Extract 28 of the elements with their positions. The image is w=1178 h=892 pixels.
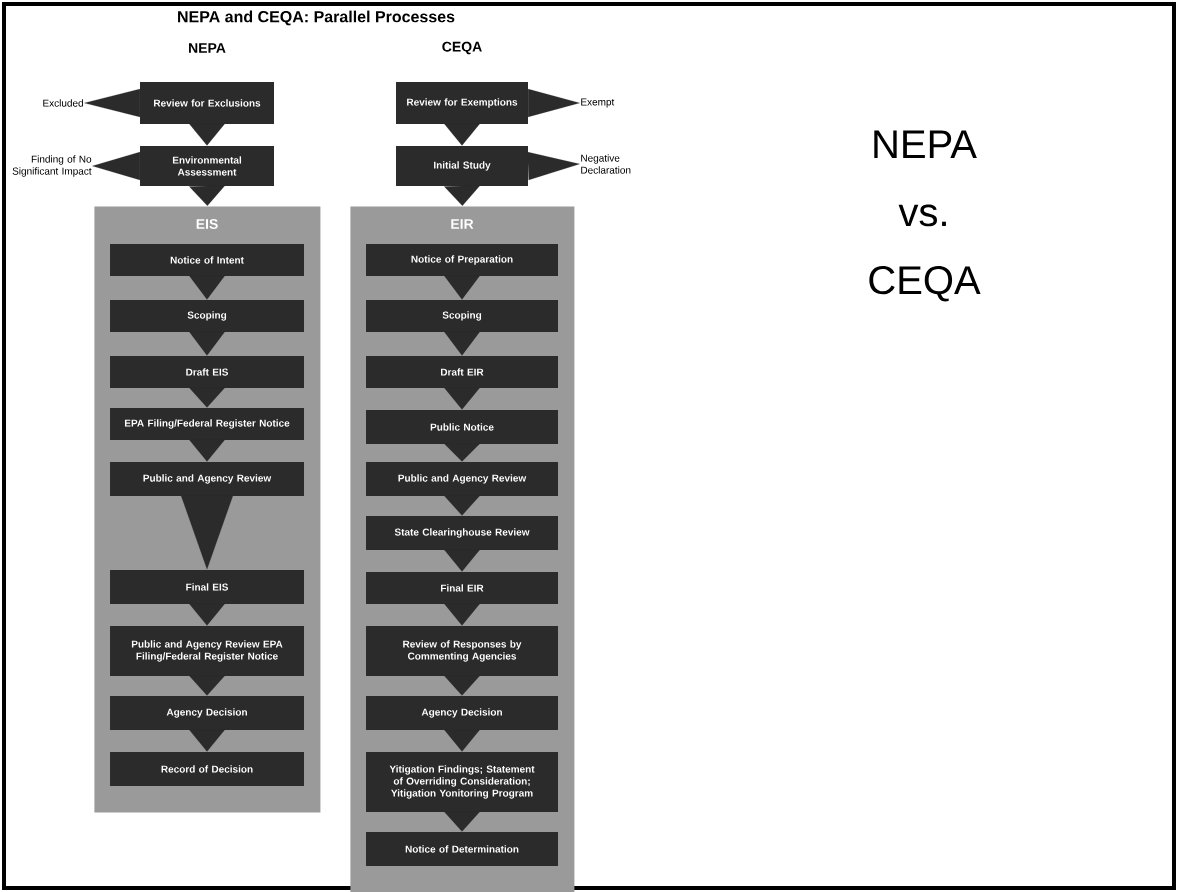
chevron-arrow	[444, 331, 480, 356]
chevron-arrow	[92, 152, 141, 180]
chevron-arrow	[189, 729, 225, 752]
chevron-arrow	[181, 495, 233, 570]
chevron-arrow	[189, 185, 225, 206]
chart-title: NEPA and CEQA: Parallel Processes	[178, 10, 455, 26]
chevron-arrow	[444, 495, 480, 516]
chevron-arrow	[444, 387, 480, 410]
chevron-arrow	[527, 89, 580, 117]
chevron-arrow	[444, 443, 480, 462]
chevron-arrow	[189, 675, 225, 696]
chevron-arrow	[444, 549, 480, 572]
chevron-arrow	[189, 387, 225, 408]
chevron-arrow	[189, 275, 225, 300]
chevron-arrow	[444, 675, 480, 696]
chevron-arrow	[444, 811, 480, 832]
chevron-arrow	[444, 123, 480, 146]
chevron-arrow	[527, 152, 580, 180]
chevron-arrow	[189, 331, 225, 356]
chevron-arrow	[84, 89, 141, 117]
chevron-arrow	[189, 123, 225, 146]
chevron-arrow	[444, 603, 480, 626]
chevron-arrow	[444, 729, 480, 752]
chevron-arrow	[189, 439, 225, 462]
chevron-arrow	[444, 275, 480, 300]
chevron-arrow	[189, 603, 225, 626]
chevron-arrow	[444, 185, 480, 206]
slide-title: NEPA vs. CEQA	[869, 130, 981, 302]
